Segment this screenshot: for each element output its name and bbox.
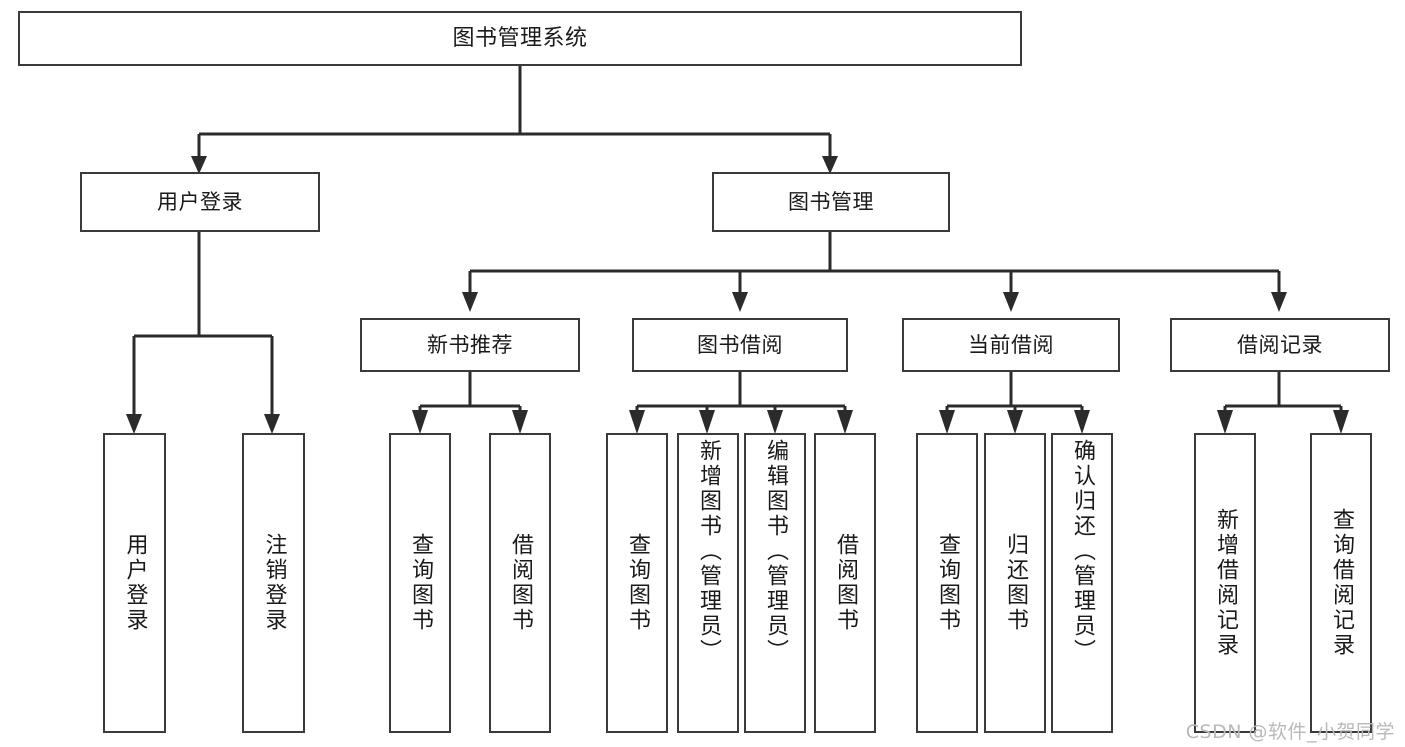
arrowhead-leaf-user-login (126, 414, 142, 434)
node-leaf-query-book-3-label: 查询图书 (935, 533, 960, 633)
node-leaf-return-book-label: 归还图书 (1003, 533, 1028, 633)
arrowhead-leaf-add-book (699, 410, 715, 434)
node-leaf-logout-login[interactable]: 注销登录 (242, 433, 305, 733)
node-leaf-query-book-2[interactable]: 查询图书 (606, 433, 668, 733)
node-leaf-confirm-return[interactable]: 确认归还（管理员） (1051, 433, 1113, 733)
node-borrow-record-label: 借阅记录 (1237, 332, 1323, 357)
node-book-management[interactable]: 图书管理 (712, 172, 950, 232)
arrowhead-current-borrow (1003, 292, 1019, 312)
arrowhead-leaf-query-book-2 (629, 410, 645, 434)
node-leaf-user-login[interactable]: 用户登录 (103, 433, 166, 733)
node-new-book-recommend-label: 新书推荐 (427, 332, 513, 357)
node-leaf-query-book-1[interactable]: 查询图书 (389, 433, 451, 733)
arrowhead-leaf-add-record (1217, 410, 1233, 434)
node-leaf-user-login-label: 用户登录 (122, 533, 148, 633)
arrowhead-leaf-return-book (1007, 410, 1023, 434)
node-leaf-query-record-label: 查询借阅记录 (1329, 508, 1354, 658)
node-user-login[interactable]: 用户登录 (80, 172, 320, 232)
arrowhead-leaf-query-book-1 (412, 410, 428, 434)
node-leaf-edit-book[interactable]: 编辑图书（管理员） (744, 433, 806, 733)
node-leaf-logout-login-label: 注销登录 (261, 533, 287, 633)
arrowhead-leaf-confirm-return (1074, 410, 1090, 434)
node-user-login-label: 用户登录 (157, 189, 243, 214)
node-leaf-borrow-book-1[interactable]: 借阅图书 (489, 433, 551, 733)
arrowhead-leaf-borrow-book-1 (512, 410, 528, 434)
node-new-book-recommend[interactable]: 新书推荐 (360, 318, 580, 372)
node-book-management-label: 图书管理 (788, 189, 874, 214)
node-leaf-edit-book-label: 编辑图书（管理员） (763, 439, 788, 664)
watermark-text: CSDN @软件_小贺同学 (1185, 721, 1395, 743)
node-leaf-confirm-return-label: 确认归还（管理员） (1070, 439, 1095, 664)
node-leaf-add-book[interactable]: 新增图书（管理员） (677, 433, 739, 733)
node-leaf-query-book-1-label: 查询图书 (408, 533, 433, 633)
arrowhead-book-borrow (732, 292, 748, 312)
arrowhead-leaf-query-record (1333, 410, 1349, 434)
node-leaf-return-book[interactable]: 归还图书 (984, 433, 1046, 733)
node-root[interactable]: 图书管理系统 (18, 11, 1022, 66)
node-leaf-borrow-book-2[interactable]: 借阅图书 (814, 433, 876, 733)
node-current-borrow[interactable]: 当前借阅 (902, 318, 1120, 372)
node-leaf-add-record[interactable]: 新增借阅记录 (1194, 433, 1256, 733)
arrowhead-leaf-borrow-book-2 (837, 410, 853, 434)
arrowhead-new-book-recommend (462, 292, 478, 312)
node-book-borrow[interactable]: 图书借阅 (632, 318, 848, 372)
node-borrow-record[interactable]: 借阅记录 (1170, 318, 1390, 372)
node-leaf-borrow-book-2-label: 借阅图书 (833, 533, 858, 633)
node-leaf-query-record[interactable]: 查询借阅记录 (1310, 433, 1372, 733)
node-current-borrow-label: 当前借阅 (968, 332, 1054, 357)
arrowhead-leaf-query-book-3 (939, 410, 955, 434)
node-leaf-add-book-label: 新增图书（管理员） (696, 439, 721, 664)
node-leaf-borrow-book-1-label: 借阅图书 (508, 533, 533, 633)
node-leaf-add-record-label: 新增借阅记录 (1213, 508, 1238, 658)
arrowhead-leaf-edit-book (767, 410, 783, 434)
node-leaf-query-book-3[interactable]: 查询图书 (916, 433, 978, 733)
arrowhead-borrow-record (1271, 292, 1287, 312)
node-book-borrow-label: 图书借阅 (697, 332, 783, 357)
node-leaf-query-book-2-label: 查询图书 (625, 533, 650, 633)
arrowhead-leaf-logout-login (264, 414, 280, 434)
node-root-label: 图书管理系统 (452, 25, 588, 51)
